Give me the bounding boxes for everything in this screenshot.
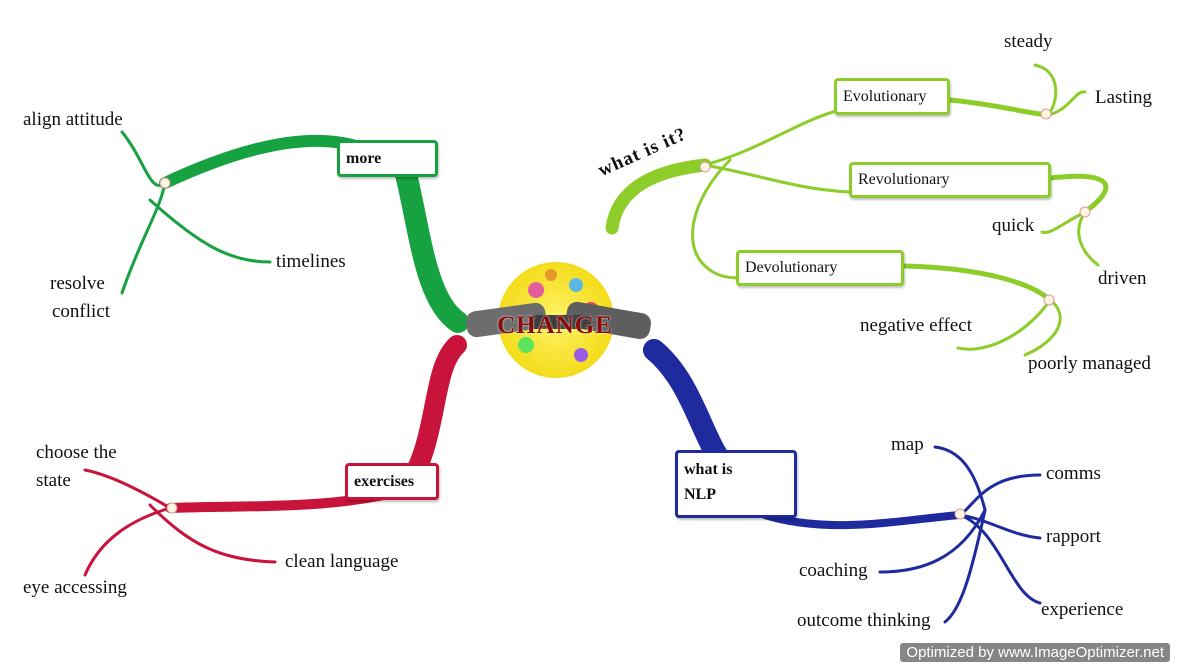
watermark: Optimized by www.ImageOptimizer.net bbox=[900, 643, 1170, 662]
leaf-coaching[interactable]: coaching bbox=[799, 560, 868, 581]
confetti bbox=[569, 278, 583, 292]
confetti bbox=[545, 269, 557, 281]
leaf-resolve[interactable]: resolve bbox=[50, 273, 105, 294]
center-label[interactable]: CHANGE bbox=[497, 312, 613, 339]
leaf-choose-the[interactable]: choose the bbox=[36, 442, 117, 463]
node-evolutionary[interactable]: Evolutionary bbox=[834, 78, 950, 115]
leaf-timelines[interactable]: timelines bbox=[276, 251, 346, 272]
node-dot bbox=[699, 161, 711, 173]
confetti bbox=[518, 337, 534, 353]
leaf-outcome-thinking[interactable]: outcome thinking bbox=[797, 610, 931, 631]
right-hand bbox=[565, 301, 651, 340]
leaf-lasting[interactable]: Lasting bbox=[1095, 87, 1152, 108]
leaf-quick[interactable]: quick bbox=[992, 215, 1035, 236]
rope bbox=[531, 315, 591, 329]
leaf-map[interactable]: map bbox=[891, 434, 924, 455]
node-revolutionary[interactable]: Revolutionary bbox=[849, 162, 1051, 198]
node-dot bbox=[1043, 294, 1055, 306]
leaf-rapport[interactable]: rapport bbox=[1046, 526, 1101, 547]
node-more[interactable]: more bbox=[337, 140, 438, 177]
leaf-conflict[interactable]: conflict bbox=[52, 301, 111, 322]
node-devolutionary[interactable]: Devolutionary bbox=[736, 250, 904, 286]
node-what-is-nlp-line1: what is bbox=[684, 461, 733, 478]
leaf-comms[interactable]: comms bbox=[1046, 463, 1101, 484]
branch-nlp-lines bbox=[643, 339, 1042, 624]
confetti bbox=[528, 282, 544, 298]
branch-exercises-lines bbox=[83, 335, 467, 577]
center-image bbox=[465, 262, 651, 378]
leaf-eye-accessing[interactable]: eye accessing bbox=[23, 577, 127, 598]
leaf-state[interactable]: state bbox=[36, 470, 71, 491]
node-dot bbox=[1040, 108, 1052, 120]
node-dot bbox=[1079, 206, 1091, 218]
confetti bbox=[574, 348, 588, 362]
node-dot bbox=[166, 502, 178, 514]
leaf-poorly-managed[interactable]: poorly managed bbox=[1028, 353, 1151, 374]
leaf-steady[interactable]: steady bbox=[1004, 31, 1053, 52]
node-dot bbox=[954, 508, 966, 520]
leaf-align-attitude[interactable]: align attitude bbox=[23, 109, 123, 130]
node-what-is-nlp-line2: NLP bbox=[684, 486, 716, 503]
node-dot bbox=[159, 177, 171, 189]
leaf-experience[interactable]: experience bbox=[1041, 599, 1124, 620]
leaf-negative-effect[interactable]: negative effect bbox=[860, 315, 972, 336]
leaf-clean-language[interactable]: clean language bbox=[285, 551, 399, 572]
leaf-driven[interactable]: driven bbox=[1098, 268, 1147, 289]
node-exercises[interactable]: exercises bbox=[345, 463, 439, 500]
node-what-is-nlp[interactable]: what is NLP bbox=[675, 450, 797, 518]
branch-what-is-it-lines bbox=[605, 63, 1109, 357]
left-hand bbox=[465, 302, 547, 338]
